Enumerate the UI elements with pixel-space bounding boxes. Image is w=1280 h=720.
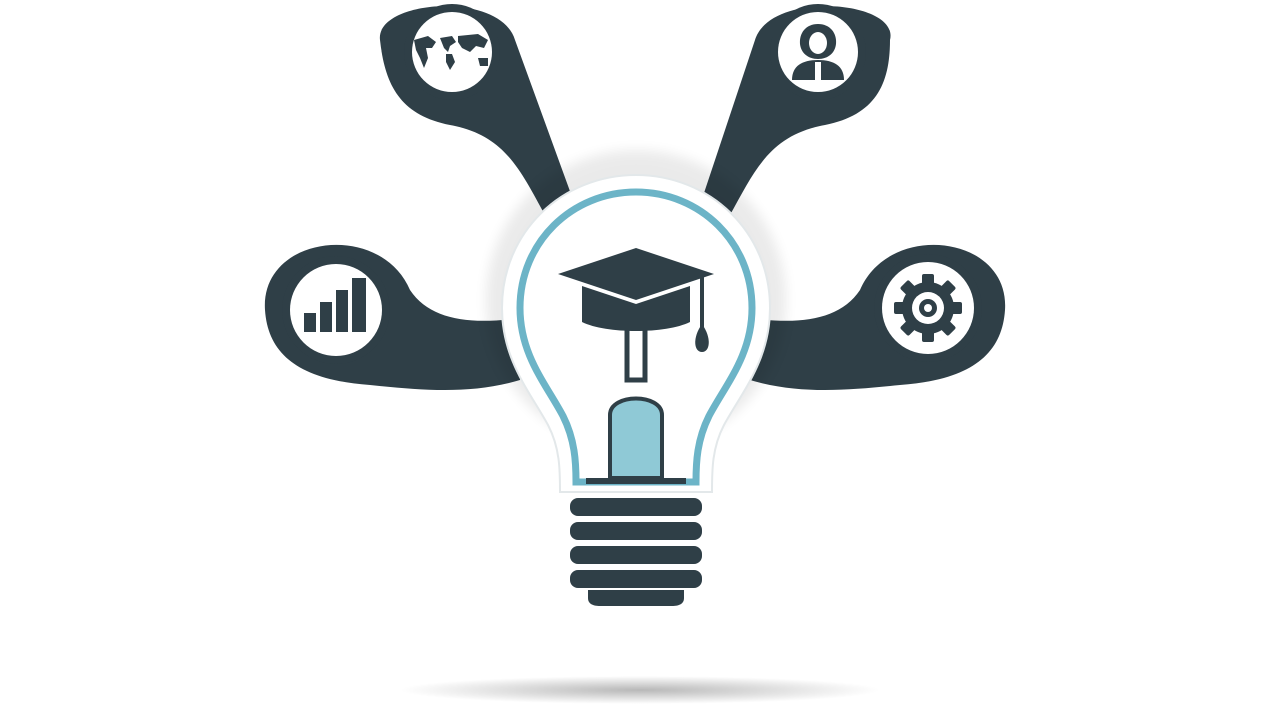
user-icon (792, 24, 844, 80)
user-node (770, 4, 866, 100)
bulb-filament (586, 317, 686, 484)
bulb-screw-base (570, 498, 702, 606)
gear-node (874, 254, 982, 362)
world-map-icon (414, 34, 488, 70)
bar-chart-icon (304, 278, 366, 332)
bar-chart-node (282, 256, 390, 364)
floor-shadow (400, 676, 880, 704)
world-map-node (404, 4, 500, 100)
graduation-cap-icon (558, 248, 714, 352)
gear-icon (894, 274, 962, 342)
